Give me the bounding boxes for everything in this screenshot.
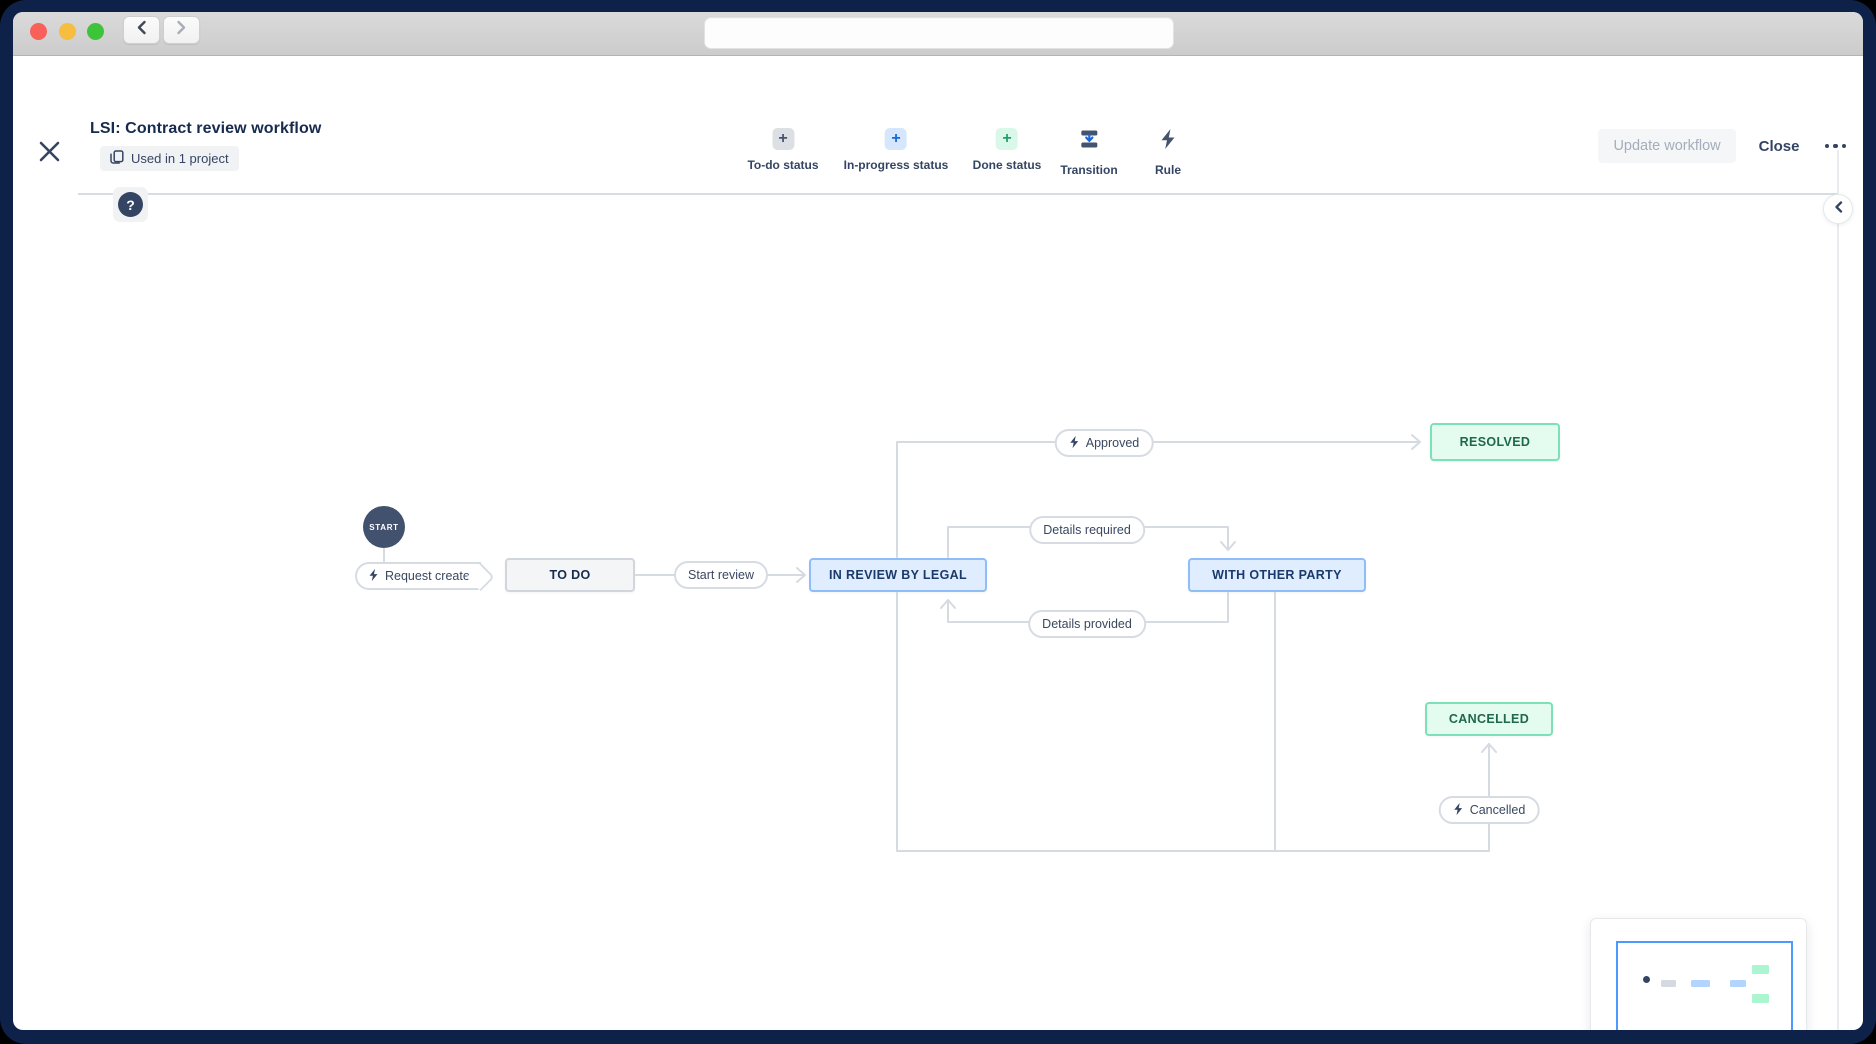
collapse-panel-button[interactable] bbox=[1823, 194, 1853, 224]
toolbar-item-label: Transition bbox=[1060, 163, 1118, 177]
rule-lightning-icon bbox=[1159, 128, 1177, 155]
minimap-status-with-other-party bbox=[1730, 980, 1746, 987]
update-workflow-button[interactable]: Update workflow bbox=[1598, 129, 1736, 163]
close-traffic-light[interactable] bbox=[30, 22, 47, 40]
more-options-icon bbox=[1824, 143, 1829, 149]
browser-back-button[interactable] bbox=[123, 16, 160, 44]
workflow-editor-header: LSI: Contract review workflow Used in 1 … bbox=[13, 56, 1863, 195]
minimap-status-in-review bbox=[1691, 980, 1710, 987]
status-resolved[interactable]: RESOLVED bbox=[1430, 423, 1560, 461]
workflow-title: LSI: Contract review workflow bbox=[90, 120, 322, 137]
minimap-viewport[interactable] bbox=[1616, 941, 1793, 1030]
add-rule-button[interactable]: Rule bbox=[1155, 128, 1181, 177]
titlebar bbox=[13, 12, 1863, 56]
rule-lightning-icon bbox=[1069, 435, 1080, 452]
transition-label: Request created bbox=[385, 569, 477, 583]
transition-start-review[interactable]: Start review bbox=[674, 561, 768, 589]
transition-approved[interactable]: Approved bbox=[1054, 429, 1154, 457]
used-in-projects-label: Used in 1 project bbox=[131, 151, 229, 166]
zoom-traffic-light[interactable] bbox=[87, 22, 104, 40]
browser-forward-button[interactable] bbox=[163, 16, 200, 44]
app-window: LSI: Contract review workflow Used in 1 … bbox=[13, 12, 1863, 1030]
help-button[interactable]: ? bbox=[113, 187, 148, 222]
close-button[interactable]: Close bbox=[1758, 137, 1800, 155]
transition-label: Approved bbox=[1085, 436, 1140, 450]
add-inprogress-status-button[interactable]: + In-progress status bbox=[843, 128, 949, 172]
status-with-other-party[interactable]: WITH OTHER PARTY bbox=[1188, 558, 1366, 592]
add-todo-status-icon: + bbox=[771, 128, 794, 150]
url-bar[interactable] bbox=[704, 17, 1174, 49]
add-transition-button[interactable]: Transition bbox=[1060, 128, 1118, 177]
header-actions: Update workflow Close bbox=[1598, 129, 1848, 163]
transition-arrow-tip bbox=[467, 563, 495, 591]
status-todo[interactable]: TO DO bbox=[505, 558, 635, 592]
toolbar-item-label: Rule bbox=[1154, 163, 1182, 177]
add-todo-status-button[interactable]: + To-do status bbox=[747, 128, 819, 172]
chevron-left-icon bbox=[1834, 200, 1843, 218]
toolbar-item-label: In-progress status bbox=[843, 158, 949, 172]
close-editor-button[interactable] bbox=[36, 141, 62, 167]
right-panel-divider bbox=[1837, 150, 1839, 1030]
close-icon bbox=[38, 140, 61, 168]
add-done-status-button[interactable]: + Done status bbox=[972, 128, 1042, 172]
add-done-status-icon: + bbox=[996, 128, 1018, 150]
question-mark-icon: ? bbox=[118, 192, 143, 217]
rule-lightning-icon bbox=[368, 568, 379, 585]
rule-lightning-icon bbox=[1453, 802, 1464, 819]
minimap-status-resolved bbox=[1752, 965, 1769, 974]
status-in-review-by-legal[interactable]: IN REVIEW BY LEGAL bbox=[809, 558, 987, 592]
minimap-status-cancelled bbox=[1752, 994, 1769, 1003]
chevron-right-icon bbox=[176, 20, 187, 40]
toolbar-item-label: To-do status bbox=[747, 158, 819, 172]
minimap-panel bbox=[1590, 918, 1807, 1030]
add-inprogress-status-icon: + bbox=[884, 128, 907, 150]
minimap-start-node bbox=[1643, 976, 1650, 983]
transition-details-required[interactable]: Details required bbox=[1029, 516, 1145, 544]
chevron-left-icon bbox=[136, 20, 147, 40]
start-node[interactable]: START bbox=[363, 506, 405, 548]
transition-icon bbox=[1078, 128, 1100, 155]
status-cancelled[interactable]: CANCELLED bbox=[1425, 702, 1553, 736]
transition-label: Cancelled bbox=[1469, 803, 1526, 817]
toolbar-item-label: Done status bbox=[972, 158, 1042, 172]
projects-copy-icon bbox=[110, 150, 124, 167]
transition-details-provided[interactable]: Details provided bbox=[1028, 610, 1146, 638]
more-options-button[interactable] bbox=[1823, 140, 1849, 153]
transition-cancelled[interactable]: Cancelled bbox=[1438, 796, 1540, 824]
transition-request-created[interactable]: Request created bbox=[355, 562, 495, 591]
minimize-traffic-light[interactable] bbox=[59, 22, 76, 40]
minimap-status-todo bbox=[1661, 980, 1676, 987]
header-divider bbox=[78, 193, 1838, 195]
used-in-projects-badge[interactable]: Used in 1 project bbox=[100, 146, 239, 171]
